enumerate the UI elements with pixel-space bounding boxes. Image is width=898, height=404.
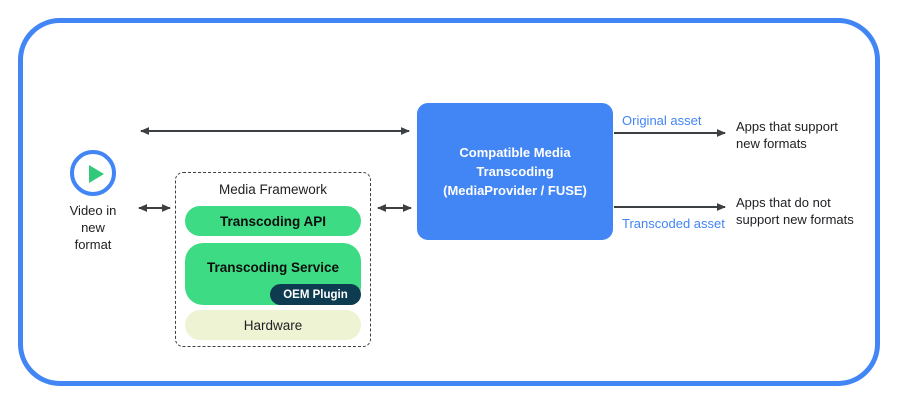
compatible-media-transcoding-box: Compatible Media Transcoding (MediaProvi… — [417, 103, 613, 240]
play-triangle-icon — [89, 165, 104, 183]
original-asset-label: Original asset — [622, 113, 702, 128]
transcoded-asset-label: Transcoded asset — [622, 216, 725, 231]
apps-that-support-label: Apps that support new formats — [736, 119, 838, 151]
hardware-label: Hardware — [243, 317, 303, 333]
transcoding-service-box: Transcoding Service OEM Plugin — [185, 243, 361, 305]
apps-that-do-not-support-label: Apps that do not support new formats — [736, 195, 854, 227]
transcoding-api-label: Transcoding API — [219, 213, 327, 229]
transcoding-api-box: Transcoding API — [185, 206, 361, 236]
play-circle-icon — [70, 150, 116, 196]
media-framework-title: Media Framework — [218, 182, 328, 197]
video-source-label: Video in new format — [69, 203, 117, 252]
transcoding-service-label: Transcoding Service — [206, 260, 340, 275]
oem-plugin-badge: OEM Plugin — [270, 284, 361, 305]
hardware-box: Hardware — [185, 310, 361, 340]
